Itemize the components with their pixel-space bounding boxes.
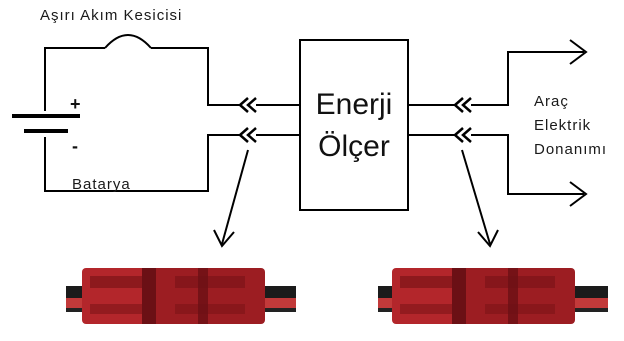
right-connector-top (453, 97, 472, 113)
connector-photo-left (66, 268, 296, 324)
wire-load-bottom (471, 134, 584, 195)
battery-minus-sign: - (72, 136, 78, 156)
right-connector-bottom (453, 127, 472, 143)
wire-breaker-to-meter (151, 47, 240, 106)
wire-battery-bottom (44, 134, 240, 192)
battery-icon (12, 114, 80, 133)
battery-circuit (44, 34, 240, 192)
wires-meter-to-right (408, 104, 455, 136)
anderson-powerpole-connector-icon (392, 268, 575, 324)
wire-battery-top (44, 47, 105, 111)
left-connector-top (238, 97, 257, 113)
overcurrent-breaker-icon (104, 34, 152, 49)
wire-load-top (471, 51, 584, 106)
load-label-line1: Araç (534, 93, 569, 110)
arrow-icon (213, 229, 235, 248)
double-chevron-left-icon (453, 127, 472, 143)
arrow-icon (569, 181, 588, 207)
load-label-line2: Elektrik (534, 117, 591, 134)
arrow-icon (569, 39, 588, 65)
connector-photo-right (378, 268, 608, 324)
battery-plus-sign: + (70, 94, 81, 114)
pointer-right (461, 149, 499, 248)
meter-label-line2: Ölçer (318, 130, 390, 163)
double-chevron-left-icon (453, 97, 472, 113)
pointer-left (213, 149, 249, 248)
double-chevron-left-icon (238, 97, 257, 113)
meter-label-line1: Enerji (316, 88, 393, 121)
double-chevron-left-icon (238, 127, 257, 143)
load-label-line3: Donanımı (534, 141, 607, 158)
breaker-label: Aşırı Akım Kesicisi (40, 7, 182, 24)
anderson-powerpole-connector-icon (82, 268, 265, 324)
arrow-icon (477, 229, 499, 248)
load-circuit (471, 39, 588, 207)
wires-left-to-meter (256, 104, 300, 136)
left-connector-bottom (238, 127, 257, 143)
battery-label: Batarya (72, 176, 131, 193)
energy-meter-box (299, 39, 409, 211)
